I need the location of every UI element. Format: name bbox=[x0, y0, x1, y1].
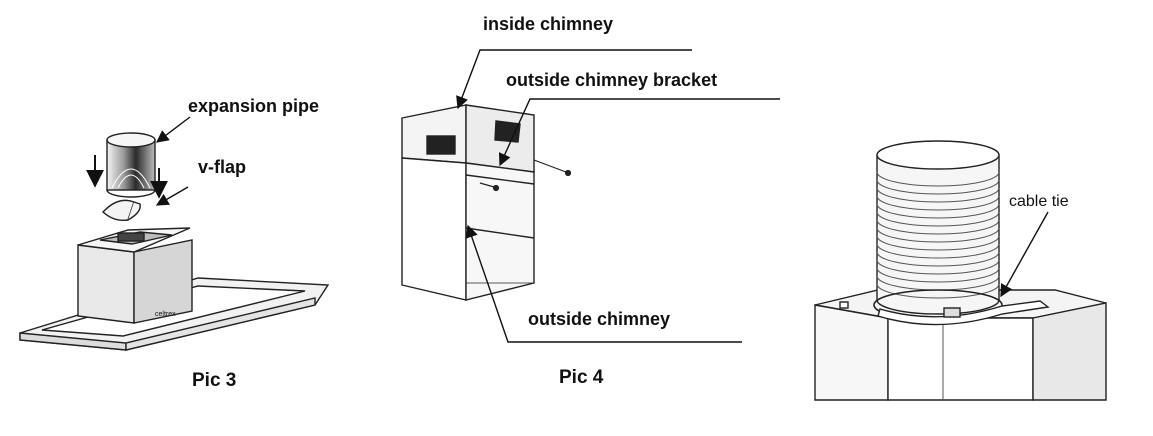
outside-chimney-callout bbox=[465, 224, 742, 343]
ribbed-duct bbox=[873, 140, 1003, 321]
outside-chimney-label: outside chimney bbox=[528, 309, 670, 329]
outside-chimney-bracket-callout bbox=[498, 98, 780, 167]
pic5-drawing bbox=[814, 140, 1107, 401]
pic4-caption: Pic 4 bbox=[559, 367, 604, 388]
cable-tie-drawing bbox=[877, 300, 1050, 326]
hood-brand-mark: celtrex bbox=[155, 311, 176, 318]
outside-chimney-bracket-label: outside chimney bracket bbox=[506, 70, 717, 90]
expansion-pipe-drawing bbox=[106, 132, 156, 198]
pic3-drawing: celtrex bbox=[19, 116, 330, 351]
pic4-drawing bbox=[401, 49, 780, 343]
chimney-panels bbox=[401, 104, 535, 301]
inside-chimney-callout bbox=[456, 49, 692, 110]
pic3-caption: Pic 3 bbox=[192, 370, 236, 391]
expansion-pipe-callout bbox=[155, 116, 191, 143]
v-flap-callout bbox=[155, 186, 189, 206]
motor-box bbox=[77, 227, 193, 324]
inside-chimney-label: inside chimney bbox=[483, 14, 613, 34]
bracket-screws bbox=[479, 159, 572, 192]
cable-tie-label: cable tie bbox=[1009, 193, 1069, 210]
expansion-pipe-label: expansion pipe bbox=[188, 96, 319, 116]
v-flap-label: v-flap bbox=[198, 157, 246, 177]
cable-tie-callout bbox=[1000, 211, 1049, 298]
v-flap-drawing bbox=[102, 199, 141, 222]
